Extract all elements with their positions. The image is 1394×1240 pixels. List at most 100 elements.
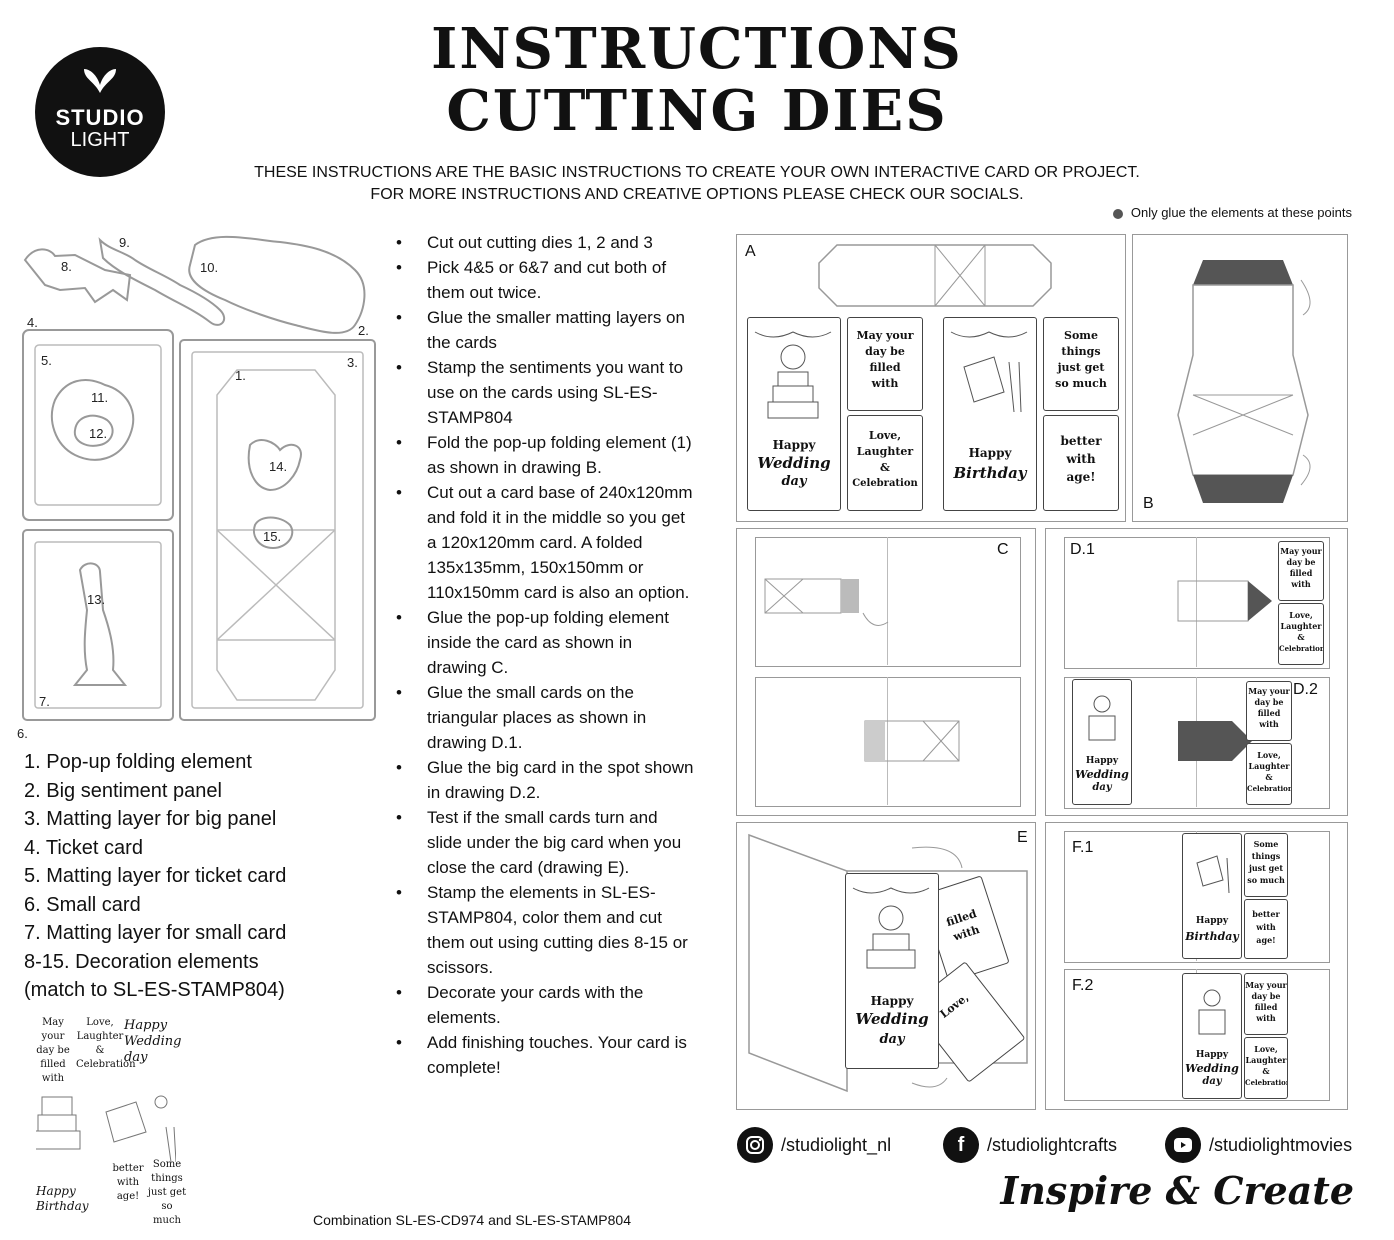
- die-set-drawing: 8. 9. 10. 4. 2. 5. 3. 1. 11. 12. 14. 15.…: [17, 235, 376, 740]
- card-love-line: Celebration: [1247, 784, 1292, 793]
- popup-d1: [1177, 580, 1272, 622]
- die-label-12: 12.: [89, 426, 107, 441]
- card-better-line: age!: [1066, 470, 1096, 484]
- card-may-line: May your: [1245, 980, 1287, 990]
- card-love-line: Love,: [1254, 1044, 1278, 1054]
- card-may-line: May your: [856, 329, 914, 342]
- legend-item: (match to SL-ES-STAMP804): [24, 979, 285, 1001]
- step-item: Glue the big card in the spot shown in d…: [394, 755, 694, 805]
- drawing-f: F.1 Happy Birthday Some things just get …: [1045, 822, 1348, 1110]
- card-love-line: Love,: [1257, 750, 1281, 760]
- instagram-link[interactable]: /studiolight_nl: [737, 1127, 891, 1163]
- die-3: [191, 351, 364, 709]
- card-love-line: &: [1262, 1066, 1270, 1076]
- step-item: Test if the small cards turn and slide u…: [394, 805, 694, 880]
- d2-love-card: Love, Laughter & Celebration: [1246, 743, 1292, 805]
- card-love-line: Laughter: [1280, 621, 1322, 631]
- glue-dot-icon: [1112, 208, 1123, 219]
- card-may-line: filled: [1257, 708, 1281, 718]
- stamp-illustrations: [36, 1095, 176, 1162]
- card-happy: Happy: [772, 438, 816, 452]
- card-birthday: Birthday: [953, 464, 1027, 482]
- stamp-happy-birthday: Happy Birthday: [36, 1184, 89, 1213]
- card-love-line: Laughter: [856, 445, 914, 458]
- wedding-big-card: Happy Wedding day: [747, 317, 841, 511]
- die-8: [23, 248, 132, 304]
- title-line1: INSTRUCTIONS: [431, 16, 963, 82]
- f2-may-card: May your day be filled with: [1244, 973, 1288, 1035]
- card-some-line: things: [1061, 345, 1101, 358]
- die-label-3: 3.: [347, 355, 358, 370]
- card-wedding: Wedding: [1185, 1062, 1239, 1075]
- step-item: Cut out a card base of 240x120mm and fol…: [394, 480, 694, 605]
- card-base-open: [755, 537, 1021, 667]
- d1-love-card: Love, Laughter & Celebration: [1278, 603, 1324, 665]
- card-love-line: Celebration: [852, 478, 918, 489]
- popup-on-card: [764, 578, 889, 626]
- legend-item: 6. Small card: [24, 893, 141, 916]
- die-label-6: 6.: [17, 726, 28, 740]
- card-may-line: day be: [1251, 991, 1281, 1001]
- card-some-line: just get: [1057, 361, 1105, 374]
- legend-item: 1. Pop-up folding element: [24, 751, 252, 773]
- card-some-line: so much: [1055, 377, 1107, 390]
- die-label-4: 4.: [27, 315, 38, 330]
- drawing-c: C: [736, 528, 1036, 816]
- title-line2: CUTTING DIES: [446, 78, 948, 144]
- step-item: Fold the pop-up folding element (1) as s…: [394, 430, 694, 480]
- youtube-handle: /studiolightmovies: [1209, 1134, 1353, 1155]
- drawing-e-label: E: [1017, 829, 1028, 846]
- die-legend: 1. Pop-up folding element 2. Big sentime…: [24, 748, 286, 1005]
- logo-line2: LIGHT: [70, 129, 130, 151]
- legend-item: 7. Matting layer for small card: [24, 922, 287, 944]
- card-some-line: Some: [1253, 839, 1279, 849]
- instagram-icon: [737, 1127, 773, 1163]
- die-label-11: 11.: [91, 390, 108, 405]
- step-item: Stamp the sentiments you want to use on …: [394, 355, 694, 430]
- tagline: Inspire & Create: [1000, 1168, 1354, 1213]
- drawing-d: D.1 May your day be filled with Love, La…: [1045, 528, 1348, 816]
- card-day: day: [781, 474, 807, 489]
- popup-d2: [1178, 721, 1252, 761]
- youtube-link[interactable]: /studiolightmovies: [1165, 1127, 1352, 1163]
- card-happy: Happy: [1195, 1050, 1229, 1060]
- subtitle-line2: FOR MORE INSTRUCTIONS AND CREATIVE OPTIO…: [370, 186, 1024, 203]
- youtube-icon: [1165, 1127, 1201, 1163]
- die-11: [50, 379, 135, 461]
- f2-wedding-card: Happy Wedding day: [1182, 973, 1242, 1099]
- stamp-set-thumbnail: May your day be filled with Love, Laught…: [28, 1012, 188, 1226]
- card-happy: Happy: [1195, 916, 1229, 926]
- facebook-link[interactable]: f /studiolightcrafts: [943, 1127, 1117, 1163]
- card-may-line: day be: [1286, 557, 1316, 567]
- card-wedding: Wedding: [855, 1010, 929, 1028]
- die-6: [22, 529, 174, 721]
- legend-item: 8-15. Decoration elements: [24, 950, 259, 973]
- card-love-line: Love,: [868, 429, 902, 442]
- butterfly-icon: [84, 69, 116, 93]
- popup-element-flat: [818, 244, 1052, 307]
- drawing-d2-label: D.2: [1293, 681, 1318, 698]
- drawing-d1-label: D.1: [1070, 541, 1095, 558]
- drawing-d1: [1064, 537, 1330, 669]
- card-happy: Happy: [1085, 756, 1119, 766]
- die-label-15: 15.: [263, 529, 281, 544]
- step-item: Glue the smaller matting layers on the c…: [394, 305, 694, 355]
- stamp-may: May your day be filled with: [36, 1017, 70, 1084]
- card-may-line: May your: [1248, 686, 1290, 696]
- glue-note-text: Only glue the elements at these points: [1130, 205, 1352, 220]
- drawing-f2: [1064, 969, 1330, 1101]
- popup-glued: [864, 720, 960, 762]
- die-12: [73, 414, 114, 447]
- f2-love-card: Love, Laughter & Celebration: [1244, 1037, 1288, 1099]
- drawing-e: E filled with Love, Happy Wedding day: [736, 822, 1036, 1110]
- drawing-b-label: B: [1143, 495, 1154, 512]
- page-title: INSTRUCTIONS CUTTING DIES: [0, 18, 1394, 142]
- die-label-9: 9.: [119, 235, 130, 250]
- drawing-a: A Happy Wedding day May your day be fill…: [736, 234, 1126, 522]
- d1-may-card: May your day be filled with: [1278, 541, 1324, 601]
- card-love-line: &: [880, 461, 890, 474]
- step-item: Glue the small cards on the triangular p…: [394, 680, 694, 755]
- legend-item: 2. Big sentiment panel: [24, 779, 222, 802]
- card-some-line: just get: [1248, 863, 1284, 873]
- card-may-line: with: [1259, 719, 1279, 729]
